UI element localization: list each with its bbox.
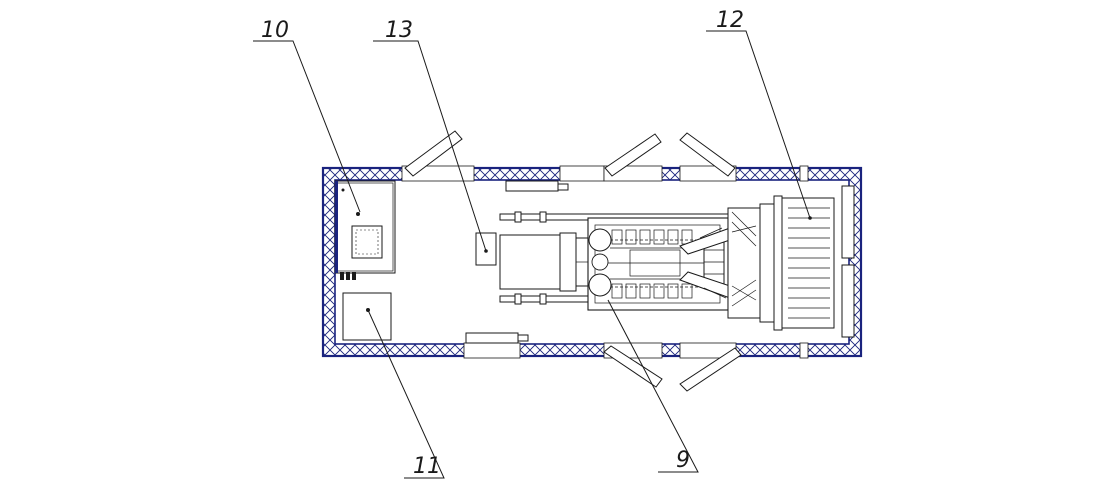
terminal-box	[475, 232, 497, 266]
callout-12: 12	[716, 8, 744, 33]
diesel-engine	[587, 217, 729, 311]
callout-11: 11	[413, 454, 441, 479]
radiator-core	[781, 197, 835, 329]
alternator	[499, 232, 591, 292]
wall-tanks	[465, 180, 569, 344]
callout-13: 13	[385, 18, 413, 43]
right-wall-louvers	[841, 185, 855, 338]
callout-10: 10	[261, 18, 289, 43]
exhaust-pipes	[679, 227, 737, 299]
leader-lines	[253, 30, 811, 479]
callout-9: 9	[676, 448, 690, 473]
auxiliary-cabinet	[342, 292, 392, 341]
radiator-fan	[727, 195, 783, 331]
door-leaves	[404, 130, 742, 392]
control-cabinet	[334, 180, 396, 280]
